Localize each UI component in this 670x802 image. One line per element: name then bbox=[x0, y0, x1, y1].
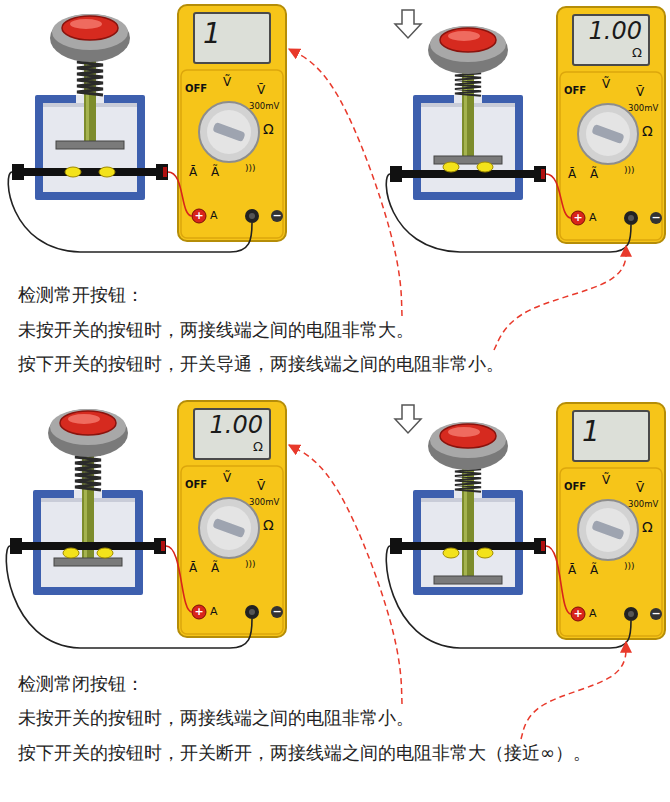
dial-label: Ṽ bbox=[223, 76, 231, 88]
jack-label: A bbox=[589, 212, 597, 223]
dial-label: OFF bbox=[185, 84, 207, 94]
dial-label: V̄ bbox=[257, 84, 265, 96]
multimeter-body bbox=[557, 7, 665, 243]
dial-label: V̄ bbox=[636, 86, 644, 98]
dial-label: 300mV bbox=[249, 102, 279, 111]
description-line: 未按开关的按钮时，两接线端之间的电阻非常小。 bbox=[18, 706, 414, 729]
lcd-display: 1 bbox=[193, 12, 271, 64]
push-button bbox=[390, 10, 546, 200]
display-reading: 1 bbox=[582, 418, 600, 446]
push-button bbox=[12, 14, 168, 200]
dial-label: Ã bbox=[590, 564, 598, 576]
dial-label: Ω bbox=[642, 520, 653, 534]
description-text: 按下开关的按钮时，开关断开，两接线端之间的电阻非常大（接近∞）。 bbox=[18, 741, 591, 764]
multimeter: OFF Ṽ V̄ 300mV Ω Ā Ã))) + A − 1.00Ω bbox=[556, 6, 666, 244]
multimeter: OFF Ṽ V̄ 300mV Ω Ā Ã))) + A − 1 bbox=[177, 4, 287, 242]
multimeter-body bbox=[557, 403, 665, 639]
dial-label: ))) bbox=[245, 164, 256, 173]
press-arrow bbox=[395, 405, 421, 433]
jack-sign: + bbox=[573, 608, 583, 619]
jack-label: A bbox=[210, 210, 218, 221]
dial-label: ))) bbox=[245, 560, 256, 569]
dial-label: ))) bbox=[624, 562, 635, 571]
dial-label: Ω bbox=[263, 518, 274, 532]
multimeter-body bbox=[178, 401, 286, 637]
dial-label: Ā bbox=[568, 168, 576, 180]
dashed-pointer-arrow bbox=[494, 246, 626, 350]
dial-label: Ω bbox=[263, 122, 274, 136]
jack-label: A bbox=[210, 606, 218, 617]
display-reading: Ω bbox=[632, 46, 642, 59]
dial-label: Ā bbox=[189, 166, 197, 178]
multimeter: OFF Ṽ V̄ 300mV Ω Ā Ã))) + A − 1 bbox=[556, 402, 666, 640]
description-text: 未按开关的按钮时，两接线端之间的电阻非常大。 bbox=[18, 318, 414, 341]
jack-sign: + bbox=[573, 212, 583, 223]
display-reading: 1 bbox=[203, 20, 221, 48]
jack-sign: − bbox=[272, 210, 282, 221]
jack-sign: − bbox=[651, 212, 661, 223]
jack-sign: − bbox=[651, 608, 661, 619]
dashed-pointer-arrow bbox=[289, 49, 402, 316]
section-heading: 检测常闭按钮： bbox=[18, 672, 144, 695]
dial-label: 300mV bbox=[249, 498, 279, 507]
display-reading: 1.00 bbox=[210, 413, 263, 437]
lcd-display: 1 bbox=[572, 410, 650, 462]
jack-sign: + bbox=[194, 210, 204, 221]
dashed-pointer-arrow bbox=[521, 642, 626, 739]
dial-label: Ṽ bbox=[602, 78, 610, 90]
dial-label: OFF bbox=[564, 86, 586, 96]
dial-label: 300mV bbox=[628, 104, 658, 113]
dial-label: ))) bbox=[624, 166, 635, 175]
dashed-pointer-arrow bbox=[289, 445, 402, 704]
description-line: 未按开关的按钮时，两接线端之间的电阻非常大。 bbox=[18, 318, 414, 341]
description-line: 按下开关的按钮时，开关导通，两接线端之间的电阻非常小。 bbox=[18, 352, 504, 375]
description-line: 按下开关的按钮时，开关断开，两接线端之间的电阻非常大（接近∞）。 bbox=[18, 741, 591, 764]
push-button bbox=[390, 405, 546, 595]
jack-label: A bbox=[589, 608, 597, 619]
dial-label: OFF bbox=[564, 482, 586, 492]
press-arrow bbox=[395, 10, 421, 38]
dial-label: Ω bbox=[642, 124, 653, 138]
display-reading: 1.00 bbox=[589, 19, 642, 43]
dial-label: Ṽ bbox=[602, 474, 610, 486]
lcd-display: 1.00Ω bbox=[193, 408, 271, 460]
dial-label: Ã bbox=[590, 168, 598, 180]
jack-sign: + bbox=[194, 606, 204, 617]
dial-label: V̄ bbox=[257, 480, 265, 492]
section-heading: 检测常开按钮： bbox=[18, 283, 144, 306]
jack-sign: − bbox=[272, 606, 282, 617]
description-text: 未按开关的按钮时，两接线端之间的电阻非常小。 bbox=[18, 706, 414, 729]
multimeter-body bbox=[178, 5, 286, 241]
dial-label: Ã bbox=[211, 562, 219, 574]
lcd-display: 1.00Ω bbox=[572, 14, 650, 66]
dial-label: Ā bbox=[189, 562, 197, 574]
dial-label: V̄ bbox=[636, 482, 644, 494]
dial-label: Ā bbox=[568, 564, 576, 576]
description-text: 按下开关的按钮时，开关导通，两接线端之间的电阻非常小。 bbox=[18, 352, 504, 375]
dial-label: 300mV bbox=[628, 500, 658, 509]
push-button bbox=[10, 409, 166, 595]
test-lead bbox=[6, 172, 631, 648]
dial-label: Ṽ bbox=[223, 472, 231, 484]
dial-label: Ã bbox=[211, 166, 219, 178]
dial-label: OFF bbox=[185, 480, 207, 490]
multimeter: OFF Ṽ V̄ 300mV Ω Ā Ã))) + A − 1.00Ω bbox=[177, 400, 287, 638]
display-reading: Ω bbox=[253, 440, 263, 453]
